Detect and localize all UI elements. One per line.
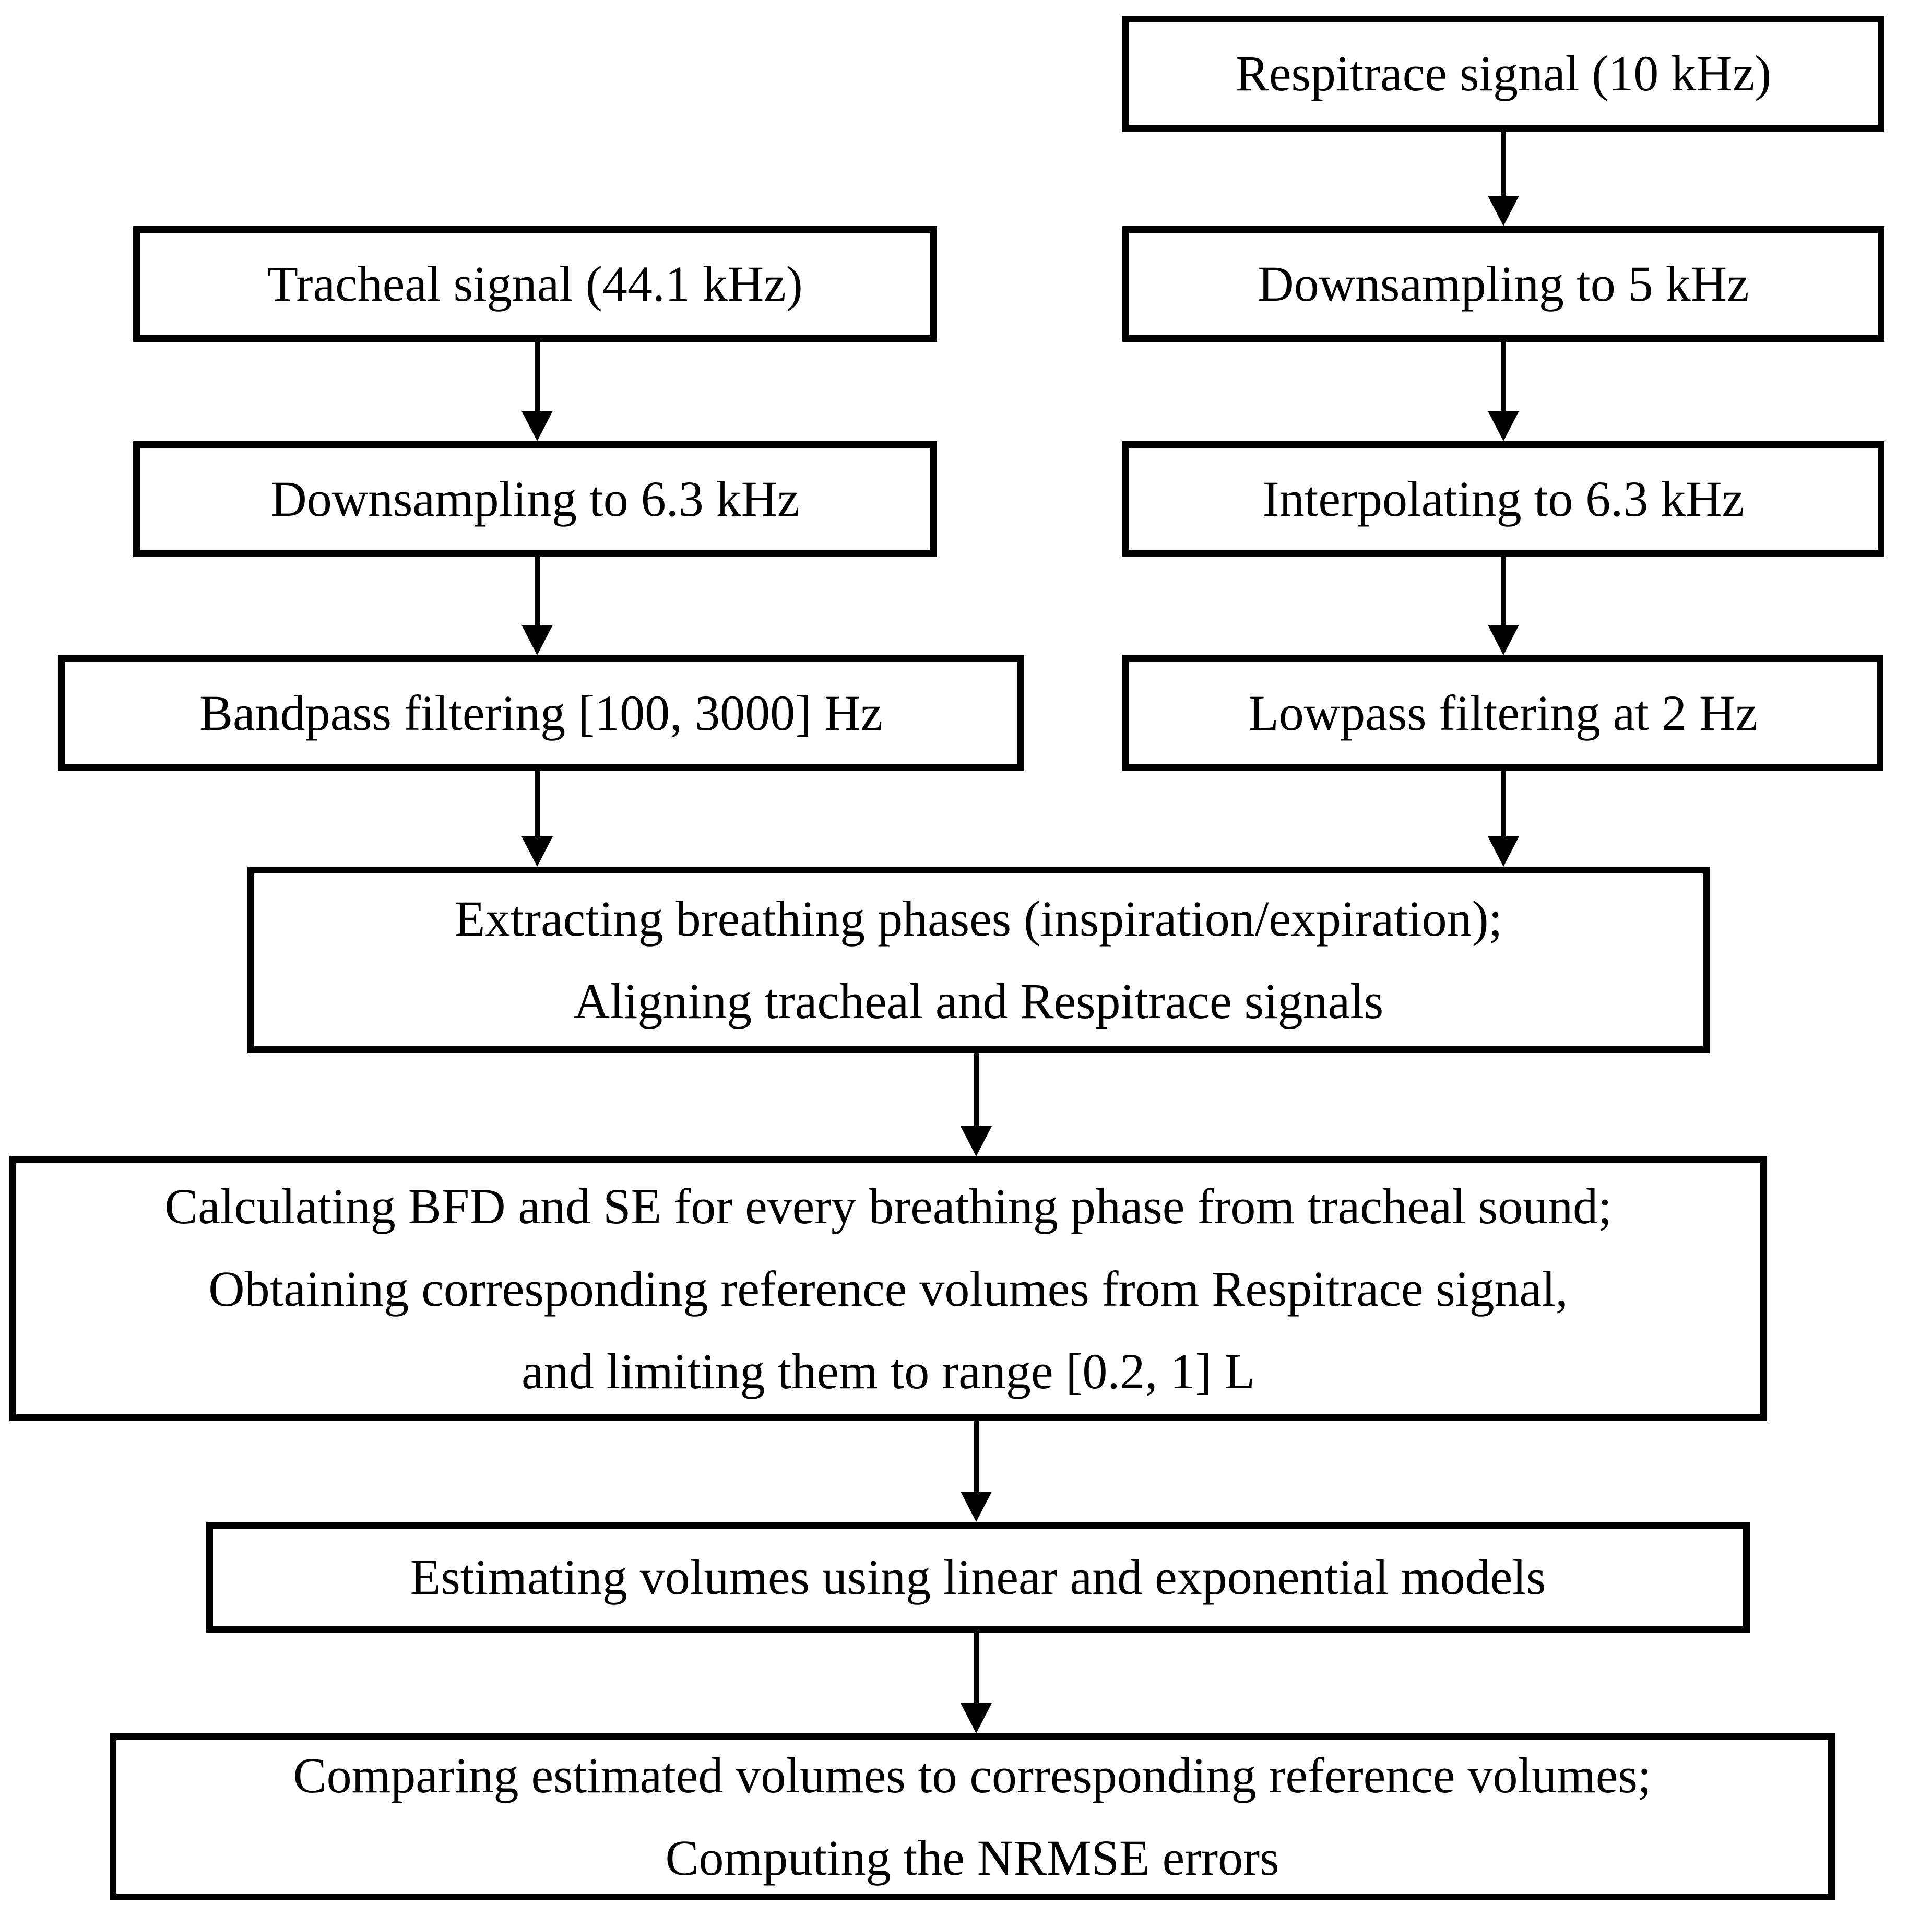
arrow-downsampling63-to-bandpass-icon [521, 556, 553, 655]
arrow-shaft [535, 771, 540, 836]
node-label: Respitrace signal (10 kHz) [1235, 45, 1772, 101]
arrow-head-down-icon [1488, 836, 1519, 867]
arrow-downsampling5-to-interpolating-icon [1488, 342, 1519, 441]
arrow-head-down-icon [1488, 196, 1519, 226]
node-label-line: Comparing estimated volumes to correspon… [293, 1747, 1652, 1803]
arrow-head-down-icon [521, 836, 553, 867]
arrow-shaft [1501, 132, 1506, 196]
arrow-respitrace-to-downsampling5-icon [1488, 132, 1519, 226]
arrow-shaft [535, 556, 540, 625]
node-label: Downsampling to 5 kHz [1258, 256, 1749, 312]
node-estimate-volumes: Estimating volumes using linear and expo… [206, 1522, 1750, 1633]
node-bandpass-filtering: Bandpass filtering [100, 3000] Hz [58, 655, 1024, 771]
node-calculate-bfd-se: Calculating BFD and SE for every breathi… [9, 1156, 1767, 1421]
arrow-head-down-icon [1488, 411, 1519, 441]
arrow-head-down-icon [521, 411, 553, 441]
node-label-line: Calculating BFD and SE for every breathi… [164, 1178, 1612, 1234]
arrow-head-down-icon [961, 1703, 992, 1733]
node-lowpass-filtering: Lowpass filtering at 2 Hz [1122, 655, 1883, 771]
node-respitrace-signal: Respitrace signal (10 kHz) [1122, 16, 1884, 132]
arrow-lowpass-to-extract-icon [1488, 771, 1519, 867]
arrow-interpolating-to-lowpass-icon [1488, 556, 1519, 655]
node-downsampling-6-3khz: Downsampling to 6.3 kHz [133, 441, 937, 557]
node-label-line: and limiting them to range [0.2, 1] L [521, 1343, 1255, 1399]
arrow-estimate-to-compare-icon [961, 1633, 992, 1733]
arrow-shaft [974, 1052, 979, 1126]
node-label-line: Extracting breathing phases (inspiration… [454, 890, 1503, 947]
arrow-shaft [1501, 771, 1506, 836]
node-tracheal-signal: Tracheal signal (44.1 kHz) [133, 226, 937, 342]
node-label: Interpolating to 6.3 kHz [1262, 471, 1745, 527]
node-label: Tracheal signal (44.1 kHz) [267, 256, 803, 312]
node-label-line: Obtaining corresponding reference volume… [208, 1260, 1568, 1317]
arrow-shaft [974, 1421, 979, 1492]
node-label: Bandpass filtering [100, 3000] Hz [199, 685, 883, 741]
node-downsampling-5khz: Downsampling to 5 kHz [1122, 226, 1884, 342]
arrow-head-down-icon [521, 625, 553, 655]
node-extract-breathing-phases: Extracting breathing phases (inspiration… [247, 867, 1710, 1053]
node-label-line: Computing the NRMSE errors [665, 1830, 1279, 1886]
arrow-extract-to-calculate-icon [961, 1052, 992, 1156]
node-label: Lowpass filtering at 2 Hz [1248, 685, 1758, 741]
arrow-shaft [535, 342, 540, 411]
node-compare-volumes-nrmse: Comparing estimated volumes to correspon… [110, 1733, 1835, 1900]
node-label: Estimating volumes using linear and expo… [410, 1549, 1546, 1605]
arrow-head-down-icon [961, 1126, 992, 1156]
arrow-calculate-to-estimate-icon [961, 1421, 992, 1522]
arrow-tracheal-to-downsampling63-icon [521, 342, 553, 441]
arrow-head-down-icon [1488, 625, 1519, 655]
arrow-head-down-icon [961, 1492, 992, 1522]
arrow-shaft [1501, 342, 1506, 411]
arrow-bandpass-to-extract-icon [521, 771, 553, 867]
node-label-line: Aligning tracheal and Respitrace signals [573, 973, 1384, 1029]
arrow-shaft [1501, 556, 1506, 625]
node-interpolating-6-3khz: Interpolating to 6.3 kHz [1122, 441, 1884, 557]
node-label: Downsampling to 6.3 kHz [270, 471, 800, 527]
arrow-shaft [974, 1633, 979, 1703]
